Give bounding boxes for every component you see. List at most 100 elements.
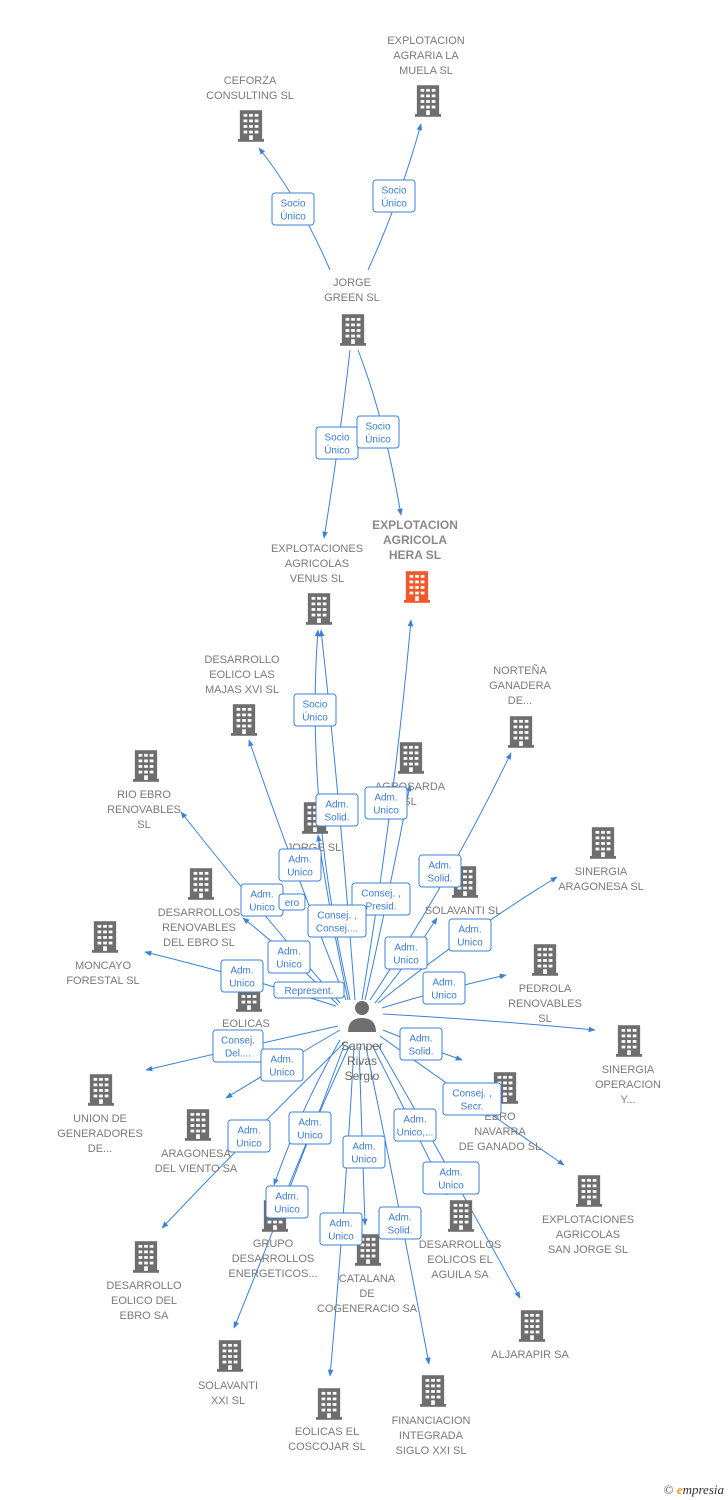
edge-label[interactable]: Consej. Del....: [212, 1029, 264, 1063]
edge-label-text: Consej. ,: [317, 911, 356, 922]
edge-label[interactable]: Adm.Solid.: [418, 854, 462, 888]
company-label-line: AGRICOLAS: [556, 1229, 620, 1241]
company-label-line: GENERADORES: [57, 1128, 143, 1140]
edge-label[interactable]: Adm.Unico: [240, 883, 284, 917]
company-label-line: RIO EBRO: [117, 789, 171, 801]
edge-label-box: [220, 959, 264, 993]
company-label-line: DE...: [88, 1143, 112, 1155]
edge-label[interactable]: Adm.Unico: [265, 1185, 309, 1219]
company-label-line: SINERGIA: [602, 1064, 655, 1076]
edge-label[interactable]: Adm.Unico: [422, 971, 466, 1005]
edge-label-text: Consej.: [221, 1036, 255, 1047]
company-node-moncayo[interactable]: MONCAYO FORESTAL SL: [66, 921, 140, 987]
edge-label[interactable]: Adm.Unico: [422, 1161, 480, 1195]
building-icon: [306, 593, 332, 625]
edge-label[interactable]: Adm.Unico: [278, 848, 322, 882]
edge-label[interactable]: Adm.Unico,...: [393, 1108, 437, 1142]
company-label-line: SL: [137, 819, 150, 831]
edge-label[interactable]: Adm.Solid.: [315, 793, 359, 827]
company-node-aljarapir[interactable]: ALJARAPIR SA: [491, 1310, 569, 1361]
company-label-line: NORTEÑA: [493, 664, 547, 677]
edge-label-box: [399, 1027, 443, 1061]
edge-label-box: [422, 971, 466, 1005]
edge-label-text: Socio: [280, 199, 305, 210]
edge-label[interactable]: Consej. ,Presid.: [351, 882, 411, 916]
building-icon: [616, 1025, 642, 1057]
building-icon: [532, 944, 558, 976]
edge-label[interactable]: Adm.Solid.: [399, 1027, 443, 1061]
edge-label-text: Unico: [287, 868, 313, 879]
edge-label[interactable]: ero: [278, 893, 306, 911]
edge-label-text: Adm.: [439, 1168, 462, 1179]
edge-label[interactable]: Consej. ,Secr.: [442, 1082, 502, 1116]
edge-label[interactable]: Adm.Unico: [267, 940, 311, 974]
edge-label[interactable]: Adm.Unico: [288, 1111, 332, 1145]
edge-label-box: [418, 854, 462, 888]
company-label-line: DE: [359, 1288, 374, 1300]
company-label-line: GREEN SL: [324, 292, 380, 304]
company-node-solavanti_sl[interactable]: SOLAVANTI SL: [425, 866, 502, 917]
edge-label-box: [356, 415, 400, 449]
edge-label[interactable]: Adm.Unico: [319, 1212, 363, 1246]
edge-label[interactable]: Consej. ,Consej....: [307, 904, 367, 938]
edge-label[interactable]: Represent.: [273, 981, 345, 999]
edge-label[interactable]: Adm.Unico: [364, 786, 408, 820]
edge-label[interactable]: Adm.Unico: [448, 918, 492, 952]
company-label-line: XXI SL: [211, 1395, 245, 1407]
edge-label[interactable]: Adm.Unico: [260, 1048, 304, 1082]
company-label-line: FORESTAL SL: [66, 975, 139, 987]
building-icon: [398, 742, 424, 774]
company-label-line: ARAGONESA SL: [558, 881, 644, 893]
edge-label-box: [267, 940, 311, 974]
edge-label-box: [351, 882, 411, 916]
company-label-line: INTEGRADA: [399, 1430, 464, 1442]
company-label-line: MONCAYO: [75, 960, 131, 972]
edge-label-text: Adm.: [458, 925, 481, 936]
edge-label-text: Del....: [225, 1049, 251, 1060]
edge-label[interactable]: Adm.Unico: [220, 959, 264, 993]
company-label: SOLAVANTI SL: [425, 905, 502, 917]
company-label-line: EXPLOTACION: [372, 518, 458, 532]
edge-label-text: Único: [381, 197, 407, 210]
edge-label-text: Unico: [393, 956, 419, 967]
edge-label[interactable]: Adm.Solid.: [378, 1206, 422, 1240]
person-icon: [348, 1018, 376, 1032]
company-label-line: EOLICOS EL: [427, 1254, 492, 1266]
edge-label[interactable]: Adm.Unico: [342, 1135, 386, 1169]
footer-credit: © empresia: [664, 1482, 724, 1498]
edge-label[interactable]: Adm.Unico: [227, 1119, 271, 1153]
edge-label[interactable]: Adm.Unico: [384, 936, 428, 970]
company-label-line: COGENERACIO SA: [317, 1303, 418, 1315]
edge-label-box: [378, 1206, 422, 1240]
